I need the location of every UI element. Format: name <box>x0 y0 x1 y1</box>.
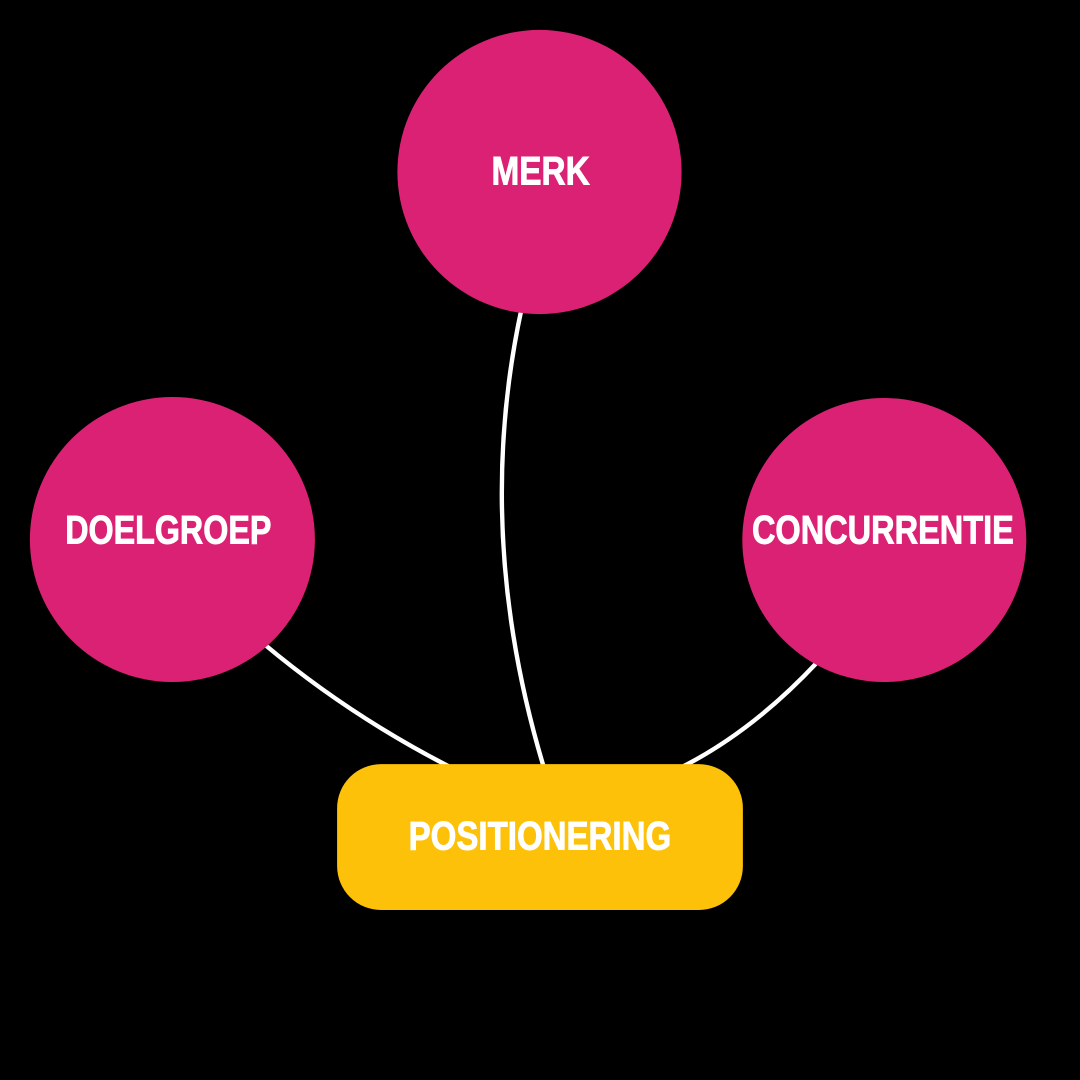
svg-text:POSITIONERING: POSITIONERING <box>409 815 672 859</box>
svg-text:CONCURRENTIE: CONCURRENTIE <box>752 508 1014 552</box>
svg-text:DOELGROEP: DOELGROEP <box>65 508 271 552</box>
svg-text:MERK: MERK <box>492 150 590 194</box>
